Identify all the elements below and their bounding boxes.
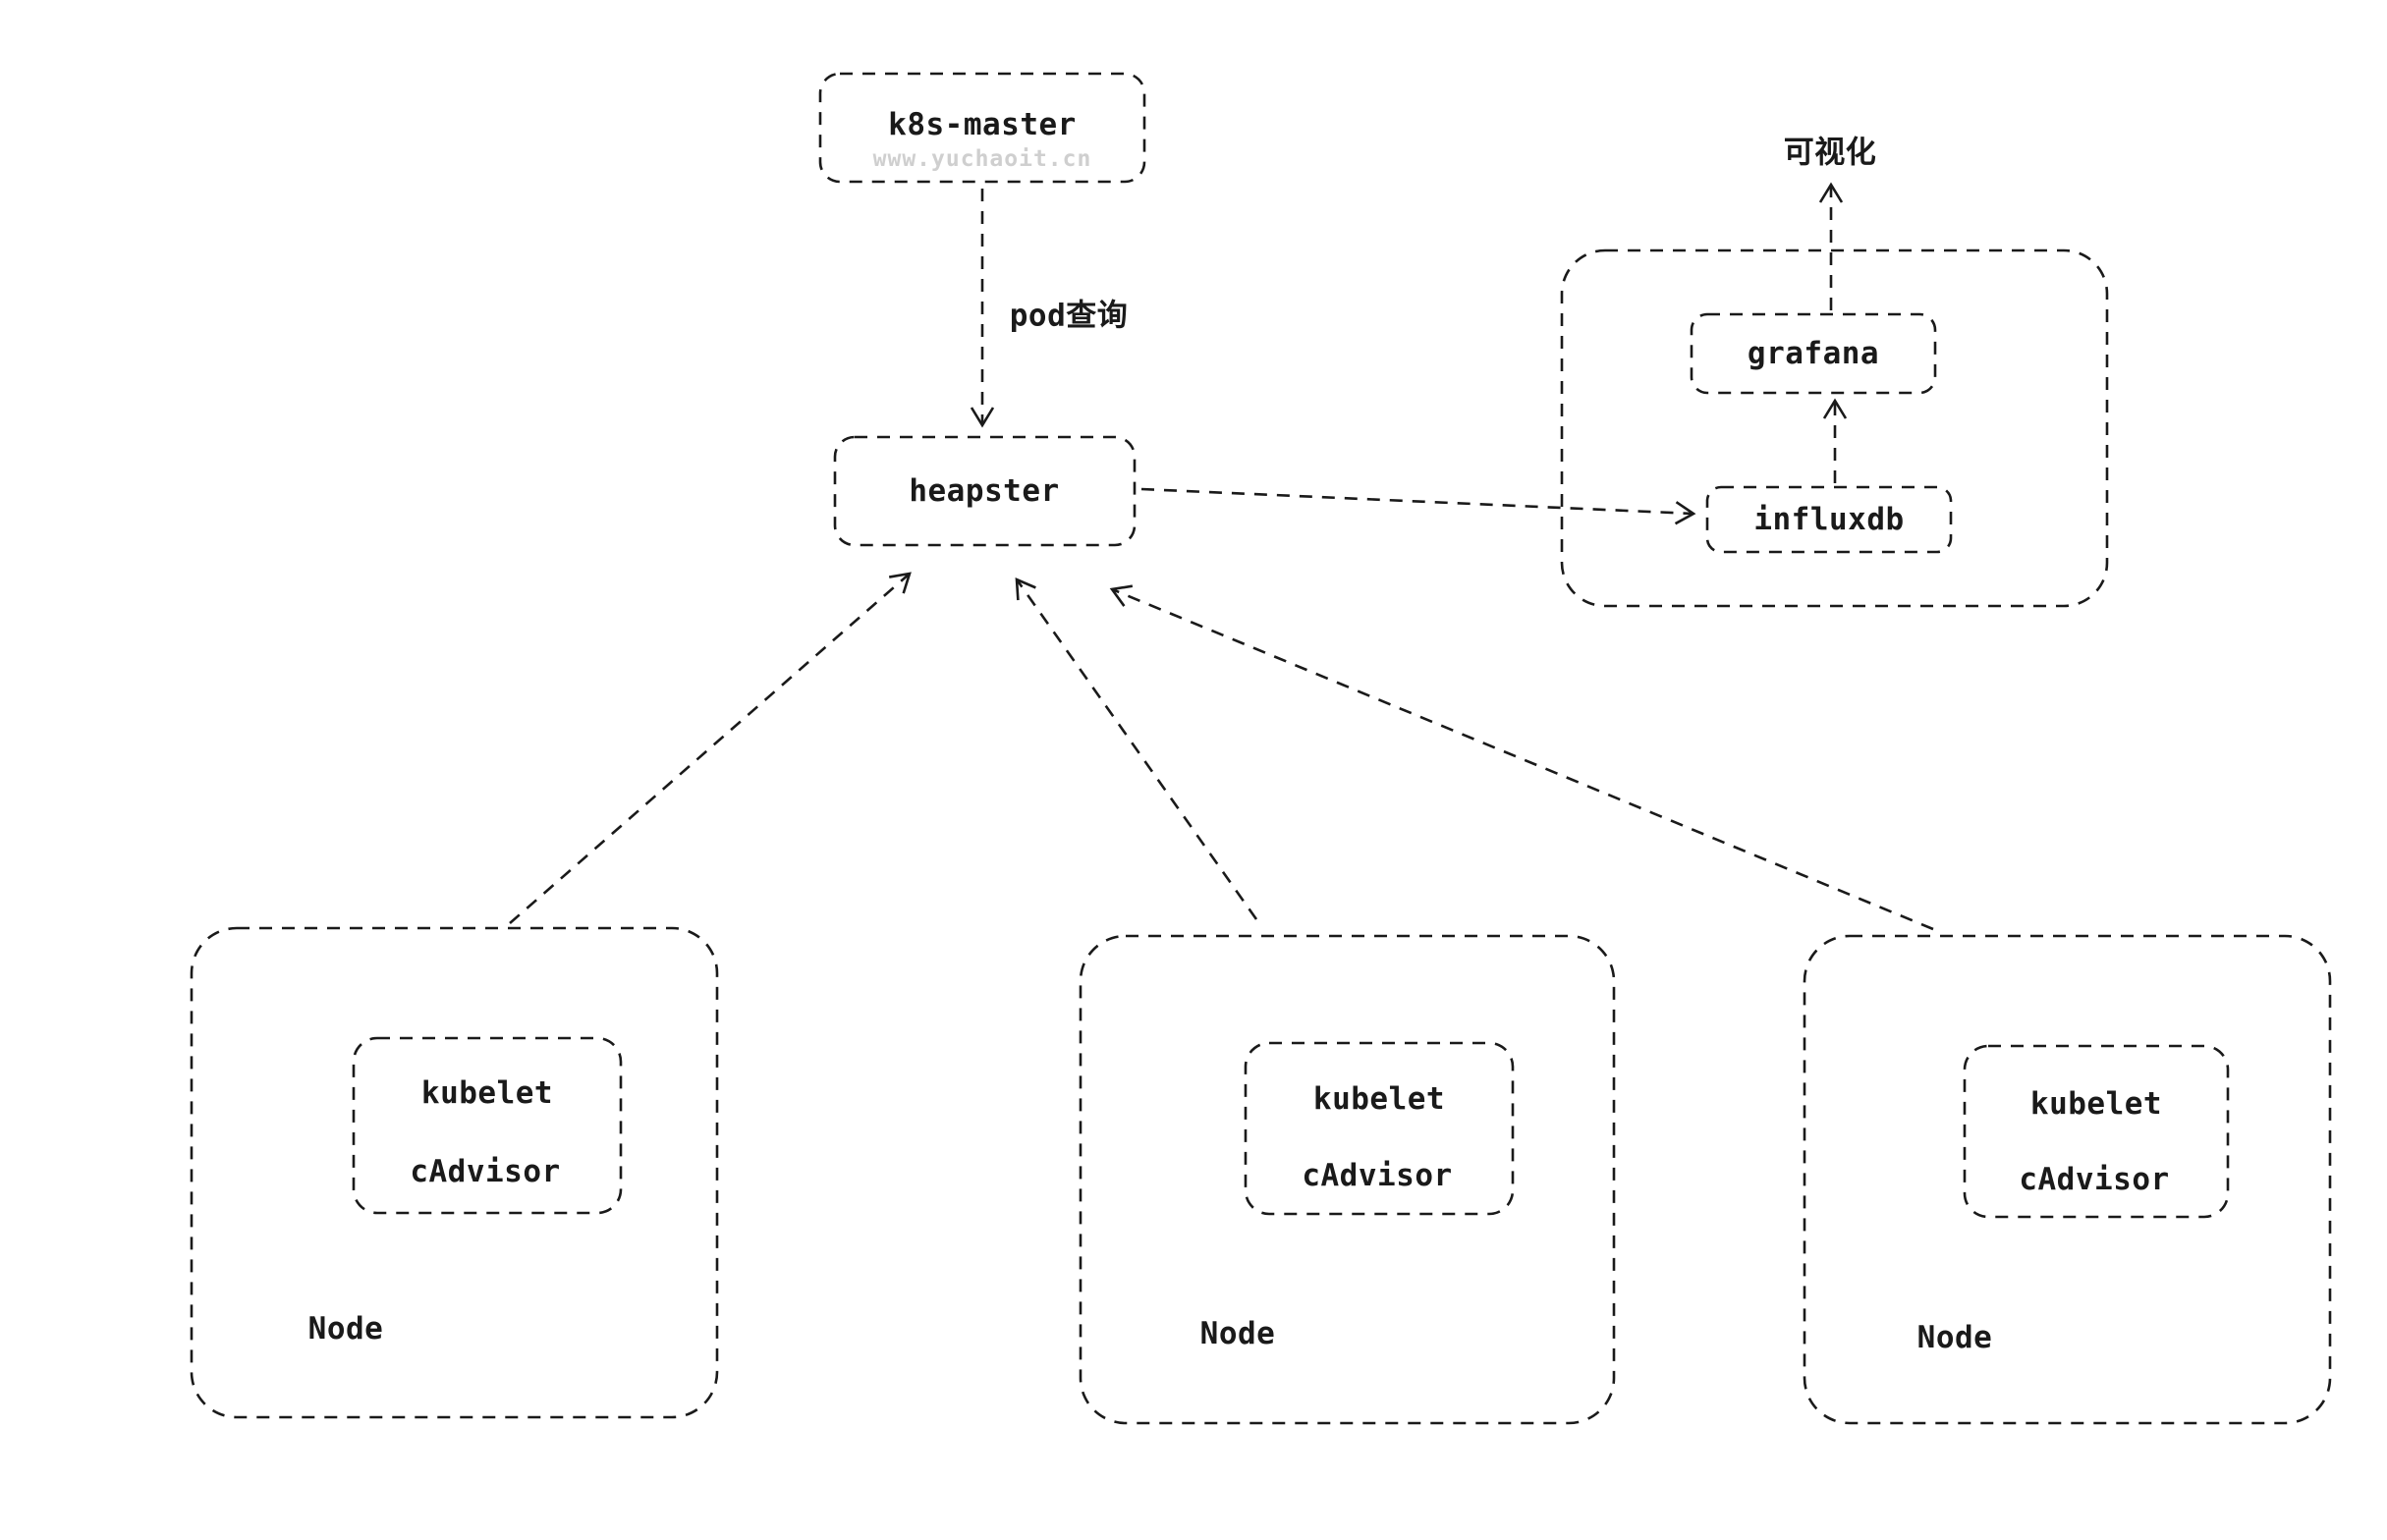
watermark-text: www.yuchaoit.cn: [872, 146, 1092, 172]
heapster-box: [833, 435, 1137, 547]
node1-container: [190, 926, 719, 1419]
arrow-node3-to-heapster: [1109, 584, 1934, 931]
influxdb-label: influxdb: [1753, 502, 1905, 537]
node3-label: Node: [1916, 1320, 1993, 1355]
node1-cadvisor-label: cAdvisor: [410, 1154, 561, 1189]
heapster-label: heapster: [909, 473, 1060, 509]
node3-kubelet-label: kubelet: [2029, 1086, 2163, 1122]
node3-kubelet-box: [1963, 1044, 2230, 1219]
node3-container: [1803, 934, 2332, 1425]
node2-cadvisor-label: cAdvisor: [1302, 1158, 1453, 1193]
k8s-master-label: k8s-master: [888, 107, 1077, 142]
grafana-label: grafana: [1747, 336, 1880, 371]
visualization-label: 可视化: [1783, 135, 1877, 171]
node3-cadvisor-label: cAdvisor: [2019, 1162, 2170, 1197]
arrow-node1-to-heapster: [509, 572, 912, 924]
k8s-master-box: [818, 72, 1146, 184]
arrow-heapster-to-influxdb: [1140, 487, 1696, 525]
node1-kubelet-label: kubelet: [420, 1075, 554, 1111]
node1-kubelet-box: [352, 1036, 623, 1215]
node2-kubelet-box: [1244, 1041, 1515, 1216]
node2-container: [1079, 934, 1616, 1425]
node2-kubelet-label: kubelet: [1312, 1081, 1446, 1117]
node2-label: Node: [1199, 1316, 1276, 1351]
monitoring-stack-container: [1560, 248, 2109, 608]
node1-label: Node: [307, 1311, 384, 1347]
influxdb-box: [1705, 485, 1953, 554]
arrow-node2-to-heapster: [1015, 577, 1258, 920]
grafana-box: [1690, 312, 1937, 395]
pod-query-edge-label: pod查询: [1009, 298, 1129, 334]
